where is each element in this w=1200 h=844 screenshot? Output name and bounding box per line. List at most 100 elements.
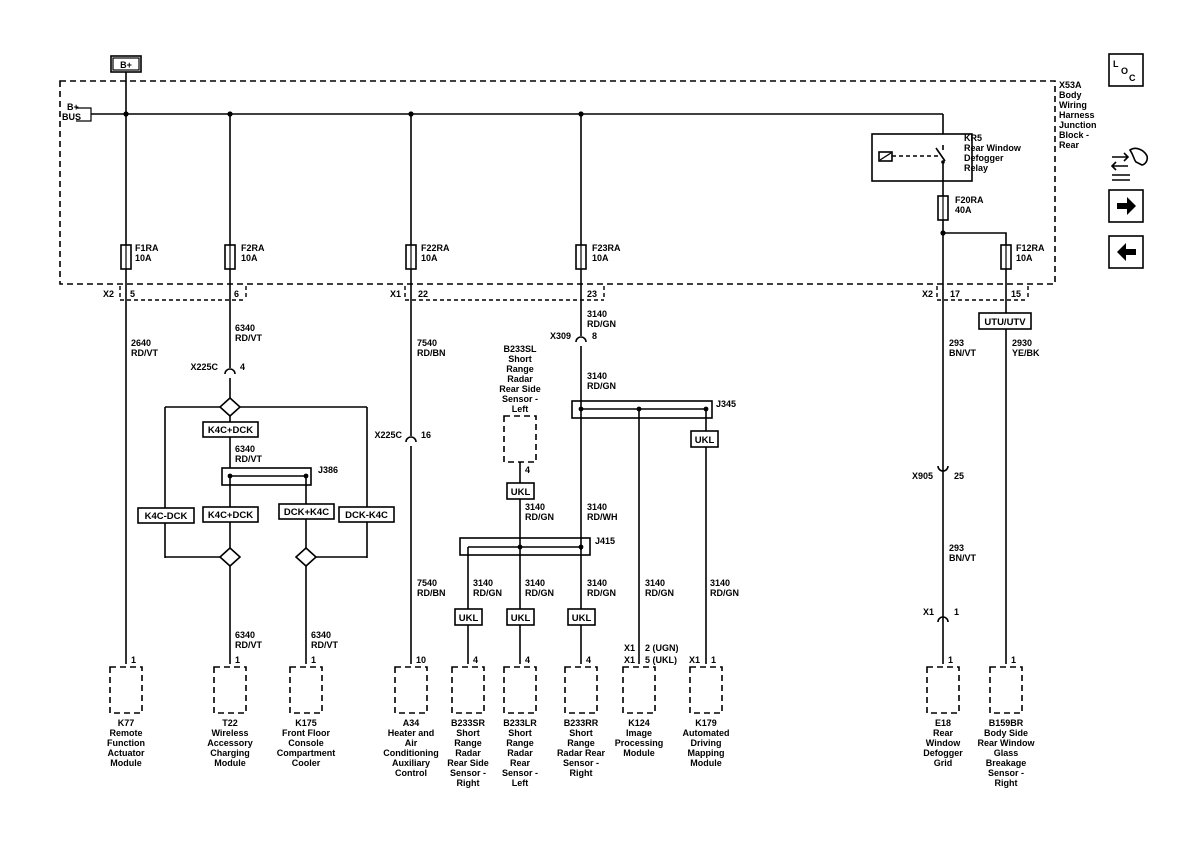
splice-j415 [459, 537, 591, 556]
relay-box [871, 133, 973, 182]
wire-number: 3140 [645, 578, 665, 588]
option-dck-k4c-right [338, 506, 395, 523]
inline-connector [405, 436, 417, 443]
option-diamond-left [218, 546, 242, 568]
wire-number: 293 [949, 338, 964, 348]
pin-label: 17 [950, 289, 960, 299]
harness-label-line: Junction [1059, 120, 1097, 130]
back-arrow-button[interactable] [1108, 235, 1144, 269]
pin-label: 4 [525, 655, 530, 665]
connector-label: X1 [923, 607, 934, 617]
fuse-rating: 10A [241, 253, 258, 263]
component-outline [689, 666, 723, 714]
component-label-line: Auxiliary [392, 758, 430, 768]
fuse-label: F2RA [241, 243, 265, 253]
component-label-line: Short [569, 728, 593, 738]
bus-label: B+ [67, 102, 79, 112]
harness-label-line: Wiring [1059, 100, 1087, 110]
component-label-line: Grid [934, 758, 953, 768]
component-label-line: Range [454, 738, 482, 748]
component-label-line: K124 [628, 718, 650, 728]
fuse-label: F23RA [592, 243, 621, 253]
branch-f12 [943, 232, 1007, 245]
location-view-button[interactable]: L O C [1108, 53, 1144, 87]
component-label-line: Rear [510, 758, 531, 768]
option-ukl-j345 [690, 430, 719, 448]
option-diamond-top [218, 396, 242, 418]
component-label-line: Window [926, 738, 961, 748]
component-label-line: Right [995, 778, 1018, 788]
option-label: UKL [511, 613, 531, 624]
pin-label: 15 [1011, 289, 1021, 299]
component-label-line: K77 [118, 718, 135, 728]
component-label-line: Automated [683, 728, 730, 738]
b233sl-label: B233SL Short Range Radar Rear Side Senso… [499, 344, 541, 414]
pin-label: 5 (UKL) [645, 655, 677, 665]
relay-label-line: Defogger [964, 153, 1004, 163]
fuse-rating: 10A [592, 253, 609, 263]
connector-label: X309 [550, 331, 571, 341]
wire-color: RD/BN [417, 588, 446, 598]
bus-sub-label: BUS [62, 112, 81, 122]
loc-letter-o: O [1121, 66, 1128, 76]
component-label-line: K175 [295, 718, 317, 728]
component-a34: 10 A34 Heater and Air Conditioning Auxil… [383, 655, 438, 778]
fuse-label: F20RA [955, 195, 984, 205]
splice-label: J415 [595, 536, 615, 546]
wire-number: 6340 [311, 630, 331, 640]
component-label-line: E18 [935, 718, 951, 728]
component-label-line: Rear [933, 728, 954, 738]
pin-label: 6 [234, 289, 239, 299]
component-outline [564, 666, 598, 714]
option-diamond-right [294, 546, 318, 568]
component-k77: 1 K77 Remote Function Actuator Module [107, 655, 145, 768]
component-label-line: Left [512, 404, 529, 414]
fuse-label: F22RA [421, 243, 450, 253]
component-label-line: Image [626, 728, 652, 738]
pin-label: 4 [586, 655, 591, 665]
pin-label: 1 [235, 655, 240, 665]
component-label-line: Short [456, 728, 480, 738]
fuse-f22ra: F22RA 10A [405, 243, 450, 270]
wire-number: 2930 [1012, 338, 1032, 348]
forward-arrow-button[interactable] [1108, 189, 1144, 223]
wire-number: 293 [949, 543, 964, 553]
component-label-line: B159BR [989, 718, 1024, 728]
wrench-icon[interactable] [1110, 147, 1149, 181]
pin-label: 23 [587, 289, 597, 299]
option-k4c-dck-left [137, 507, 195, 524]
component-label-line: Body Side [984, 728, 1028, 738]
component-label-line: B233RR [564, 718, 599, 728]
component-label-line: Sensor - [502, 768, 538, 778]
component-label-line: B233SR [451, 718, 486, 728]
harness-boundary [59, 80, 1056, 285]
inline-connector [575, 336, 587, 343]
component-label-line: Actuator [107, 748, 144, 758]
connector-label: X225C [190, 362, 218, 372]
harness-label-line: Block - [1059, 130, 1089, 140]
right-arrow-icon [1117, 197, 1136, 215]
battery-source-inner [112, 57, 140, 71]
b233sl-component [503, 415, 537, 463]
pin-label: 16 [421, 430, 431, 440]
pin-label: 1 [1011, 655, 1016, 665]
component-label-line: Range [506, 738, 534, 748]
component-label-line: Accessory [207, 738, 253, 748]
harness-label-line: Rear [1059, 140, 1080, 150]
pin-label: 4 [525, 465, 530, 475]
wire-number: 3140 [587, 502, 607, 512]
component-label-line: B233SL [503, 344, 537, 354]
option-label: K4C-DCK [145, 511, 188, 522]
component-label-line: Rear Side [447, 758, 489, 768]
option-label: UKL [459, 613, 479, 624]
wire-color: YE/BK [1012, 348, 1040, 358]
component-label-line: Module [690, 758, 722, 768]
component-label-line: Glass [994, 748, 1019, 758]
wire-color: RD/VT [131, 348, 159, 358]
component-label-line: Left [512, 778, 529, 788]
wire-number: 2640 [131, 338, 151, 348]
pin-label: 5 [130, 289, 135, 299]
wire-color: RD/GN [587, 381, 616, 391]
wire-number: 3140 [587, 371, 607, 381]
